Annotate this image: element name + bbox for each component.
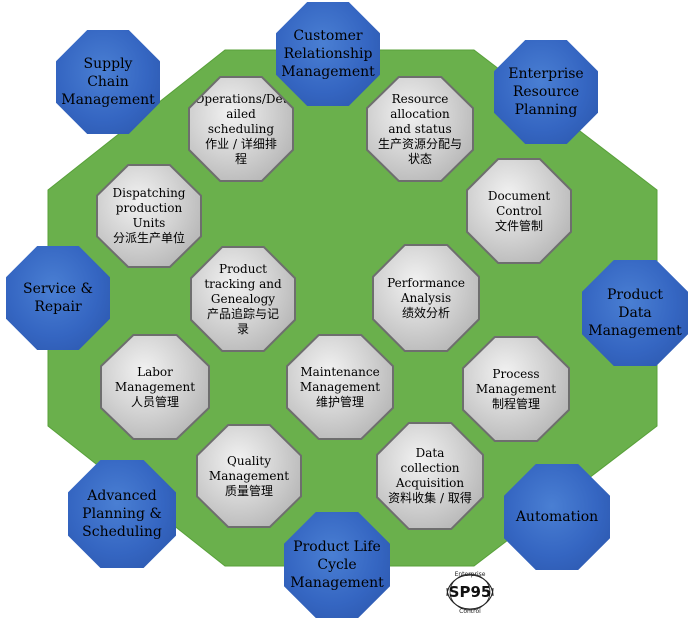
inner-node-face: Document Control 文件管制 xyxy=(468,160,570,262)
inner-node-process-management: Process Management 制程管理 xyxy=(462,336,570,442)
inner-node-chinese: 资料收集 / 取得 xyxy=(388,491,472,505)
inner-node-data-collection-acquisition: Data collection Acquisition 资料收集 / 取得 xyxy=(376,422,484,530)
inner-node-face: Labor Management 人员管理 xyxy=(102,336,208,438)
outer-node-label: Customer Relationship Management xyxy=(281,28,375,80)
outer-node-automation: Automation xyxy=(504,464,610,570)
inner-node-labor-management: Labor Management 人员管理 xyxy=(100,334,210,440)
inner-node-chinese: 制程管理 xyxy=(491,396,540,411)
outer-node-supply-chain-management: Supply Chain Management xyxy=(56,30,160,134)
inner-node-chinese: 质量管理 xyxy=(224,483,273,498)
inner-node-product-tracking-genealogy: Product tracking and Genealogy 产品追踪与记录 xyxy=(190,246,296,352)
inner-node-chinese: 人员管理 xyxy=(130,394,179,409)
inner-node-face: Maintenance Management 维护管理 xyxy=(288,336,392,438)
outer-node-label: Automation xyxy=(515,509,599,525)
outer-node-product-life-cycle-management: Product Life Cycle Management xyxy=(284,512,390,618)
inner-node-performance-analysis: Performance Analysis 绩效分析 xyxy=(372,244,480,352)
inner-node-english: Maintenance Management xyxy=(299,364,381,394)
inner-node-english: Process Management xyxy=(475,366,557,396)
inner-node-dispatching-production-units: Dispatching production Units 分派生产单位 xyxy=(96,164,202,268)
inner-node-chinese: 文件管制 xyxy=(494,218,543,233)
inner-node-face: Dispatching production Units 分派生产单位 xyxy=(98,166,200,266)
outer-node-product-data-management: Product Data Management xyxy=(582,260,688,366)
outer-node-enterprise-resource-planning: Enterprise Resource Planning xyxy=(494,40,598,144)
outer-node-label: Enterprise Resource Planning xyxy=(508,66,584,118)
outer-node-label: Service & Repair xyxy=(23,281,93,315)
inner-node-chinese: 产品追踪与记录 xyxy=(206,306,279,336)
outer-node-label: Product Data Management xyxy=(588,287,682,339)
outer-node-service-repair: Service & Repair xyxy=(6,246,110,350)
outer-node-customer-relationship-management: Customer Relationship Management xyxy=(276,2,380,106)
inner-node-operations-detailed-scheduling: Operations/Det ailed scheduling 作业 / 详细排… xyxy=(188,76,294,182)
inner-node-chinese: 分派生产单位 xyxy=(112,231,185,245)
sp95-logo: Enterprise SP95 Control xyxy=(446,571,494,615)
outer-node-label: Supply Chain Management xyxy=(61,56,155,108)
logo-top-text: Enterprise xyxy=(455,571,486,578)
inner-node-english: Quality Management xyxy=(208,453,290,483)
inner-node-maintenance-management: Maintenance Management 维护管理 xyxy=(286,334,394,440)
inner-node-face: Resource allocation and status 生产资源分配与状态 xyxy=(368,78,472,180)
inner-node-english: Resource allocation and status xyxy=(388,91,452,136)
inner-node-english: Labor Management xyxy=(114,364,196,394)
inner-node-face: Data collection Acquisition 资料收集 / 取得 xyxy=(378,424,482,528)
logo-bottom-text: Control xyxy=(459,608,481,615)
inner-node-english: Product tracking and Genealogy xyxy=(204,261,282,306)
inner-node-resource-allocation-status: Resource allocation and status 生产资源分配与状态 xyxy=(366,76,474,182)
inner-node-face: Process Management 制程管理 xyxy=(464,338,568,440)
inner-node-face: Operations/Det ailed scheduling 作业 / 详细排… xyxy=(190,78,292,180)
inner-node-document-control: Document Control 文件管制 xyxy=(466,158,572,264)
inner-node-english: Document Control xyxy=(487,188,551,218)
inner-node-chinese: 生产资源分配与状态 xyxy=(378,136,463,166)
outer-node-label: Product Life Cycle Management xyxy=(290,539,384,591)
inner-node-english: Operations/Det ailed scheduling xyxy=(194,91,288,136)
outer-node-advanced-planning-scheduling: Advanced Planning & Scheduling xyxy=(68,460,176,568)
logo-main-text: SP95 xyxy=(449,583,492,601)
inner-node-english: Performance Analysis xyxy=(387,275,465,305)
inner-node-chinese: 维护管理 xyxy=(315,394,364,409)
inner-node-quality-management: Quality Management 质量管理 xyxy=(196,424,302,528)
inner-node-english: Data collection Acquisition xyxy=(395,446,465,490)
inner-node-face: Quality Management 质量管理 xyxy=(198,426,300,526)
inner-node-chinese: 绩效分析 xyxy=(401,305,450,320)
outer-node-label: Advanced Planning & Scheduling xyxy=(82,488,162,540)
inner-node-english: Dispatching production Units xyxy=(112,186,186,230)
inner-node-face: Product tracking and Genealogy 产品追踪与记录 xyxy=(192,248,294,350)
inner-node-face: Performance Analysis 绩效分析 xyxy=(374,246,478,350)
inner-node-chinese: 作业 / 详细排程 xyxy=(205,136,277,166)
